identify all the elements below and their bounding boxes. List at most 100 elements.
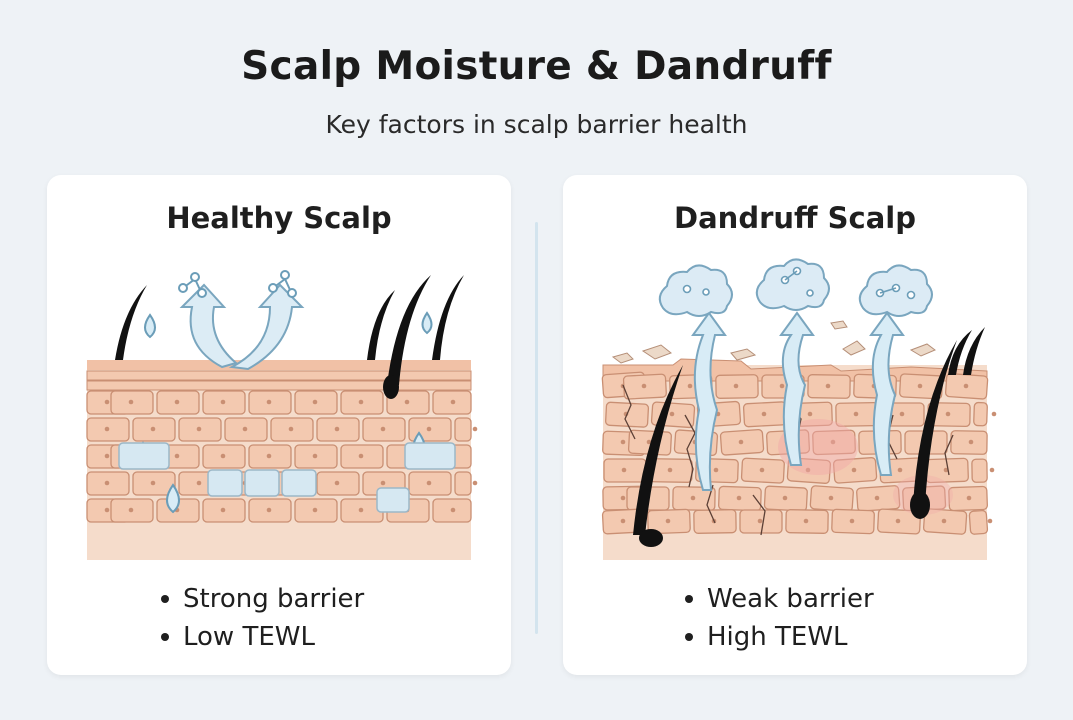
cell-nucleus [358,399,364,405]
cell-nucleus [426,426,432,432]
cell-nucleus [641,383,647,389]
list-item: Weak barrier [685,580,1027,618]
cell-nucleus [242,426,248,432]
cell-nucleus [736,495,742,501]
cell-nucleus [713,467,719,473]
hair-strand-icon [115,275,464,399]
cell-nucleus [472,426,478,432]
cell-nucleus [174,399,180,405]
cell-nucleus [472,480,478,486]
cell-nucleus [220,453,226,459]
page-title: Scalp Moisture & Dandruff [241,44,832,89]
cell-nucleus [334,480,340,486]
dandruff-scalp-illustration [601,258,997,560]
cell-nucleus [917,383,923,389]
cell-nucleus [849,518,855,524]
cell-nucleus [759,467,765,473]
skin-cell [971,458,988,483]
cell-nucleus [104,399,110,405]
cell-nucleus [450,507,456,513]
cell-nucleus [828,495,834,501]
cell-nucleus [874,495,880,501]
dandruff-flake-icon [611,320,936,364]
cell-nucleus [761,411,767,417]
cell-nucleus [779,383,785,389]
skin-cell [454,471,472,496]
cell-nucleus [807,411,813,417]
cell-nucleus [288,426,294,432]
cell-nucleus [196,426,202,432]
bullet-dot [685,595,693,603]
cell-nucleus [358,453,364,459]
cell-nucleus [128,399,134,405]
cell-nucleus [174,453,180,459]
cell-nucleus [104,453,110,459]
cell-nucleus [941,518,947,524]
cell-nucleus [825,383,831,389]
bullet-dot [685,633,693,641]
stratum-corneum-layer [86,360,472,391]
cell-nucleus [620,495,626,501]
hydrated-cells [118,442,456,513]
bullet-dot [161,633,169,641]
cell-nucleus [963,383,969,389]
molecule-icon [682,266,916,300]
cell-nucleus [404,399,410,405]
cell-nucleus [380,426,386,432]
cell-nucleus [738,439,744,445]
cell-nucleus [220,399,226,405]
healthy-scalp-panel: Healthy Scalp [47,175,511,675]
cell-nucleus [665,518,671,524]
evaporation-arrow-icon [179,283,305,371]
cell-nucleus [757,518,763,524]
cell-nucleus [150,480,156,486]
cell-nucleus [104,480,110,486]
cell-nucleus [966,495,972,501]
cell-nucleus [426,480,432,486]
dandruff-bullet-list: Weak barrier High TEWL [563,580,1027,656]
cell-nucleus [830,439,836,445]
cell-nucleus [991,411,997,417]
cell-nucleus [220,507,226,513]
cell-nucleus [690,495,696,501]
cell-nucleus [312,453,318,459]
cell-nucleus [196,480,202,486]
cell-nucleus [899,411,905,417]
cell-nucleus [450,399,456,405]
cell-nucleus [945,411,951,417]
skin-cell [968,509,989,535]
cell-nucleus [358,507,364,513]
cell-nucleus [334,426,340,432]
cell-nucleus [667,467,673,473]
bullet-text: Low TEWL [183,622,315,652]
cell-nucleus [266,507,272,513]
bullet-dot [161,595,169,603]
list-item: Strong barrier [161,580,511,618]
dandruff-scalp-panel: Dandruff Scalp [563,175,1027,675]
cell-nucleus [266,453,272,459]
skin-cell [454,417,472,442]
cell-nucleus [733,383,739,389]
panel-divider [535,222,538,634]
cell-nucleus [620,518,626,524]
cell-nucleus [687,383,693,389]
cell-nucleus [669,411,675,417]
molecule-icon [178,270,297,298]
healthy-scalp-illustration [86,270,478,560]
cell-nucleus [620,439,626,445]
panel-title-dandruff: Dandruff Scalp [674,201,916,235]
cell-nucleus [853,411,859,417]
cell-nucleus [266,399,272,405]
skin-cell [973,401,988,427]
list-item: Low TEWL [161,618,511,656]
bullet-text: Weak barrier [707,584,874,614]
cell-nucleus [104,426,110,432]
cell-nucleus [104,507,110,513]
cell-nucleus [380,480,386,486]
cell-nucleus [968,439,974,445]
cell-nucleus [782,495,788,501]
list-item: High TEWL [685,618,1027,656]
cell-nucleus [312,507,318,513]
panel-title-healthy: Healthy Scalp [166,201,392,235]
hair-strand-icon [633,327,985,547]
